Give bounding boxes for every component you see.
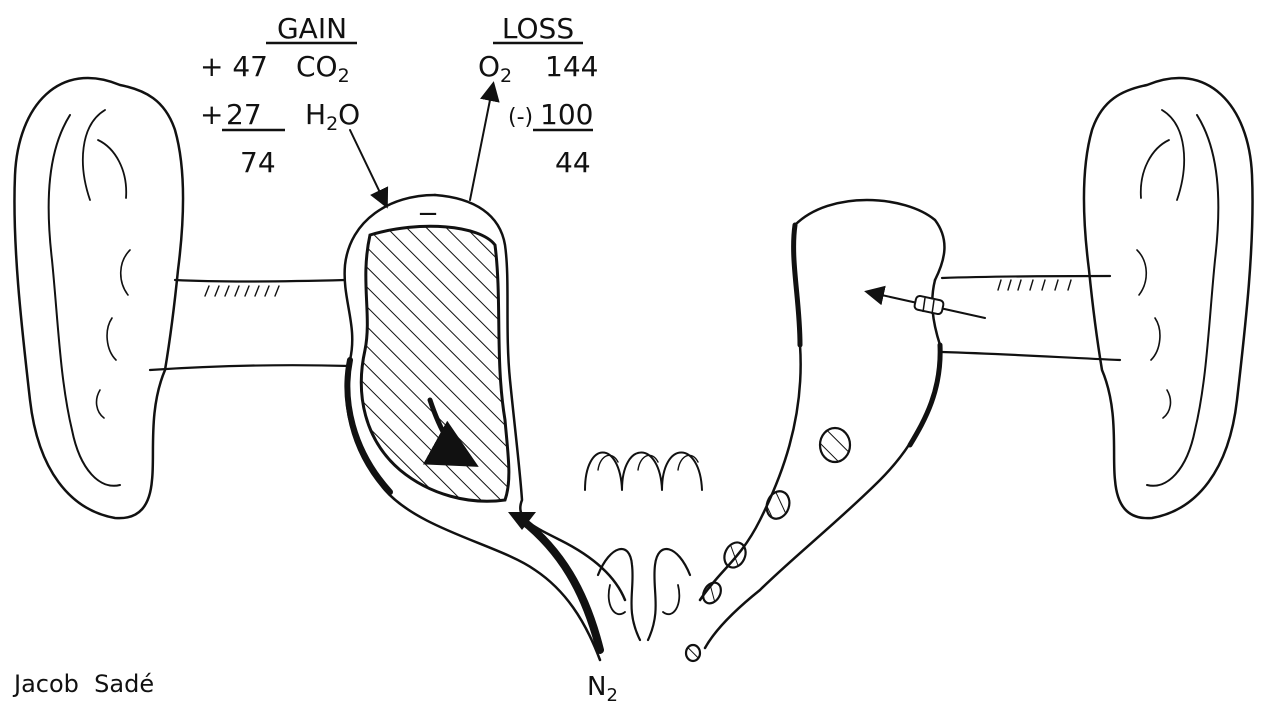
gain-co2-label: CO2 xyxy=(296,50,350,87)
right-pinna xyxy=(1084,78,1252,518)
gain-heading: GAIN xyxy=(277,12,347,45)
gain-arrow xyxy=(350,130,386,205)
gain-h2o-sign: + xyxy=(200,98,223,131)
negative-pressure-sign: − xyxy=(417,199,439,229)
loss-subtract-value: 100 xyxy=(540,98,593,131)
gain-co2-value: + 47 xyxy=(200,50,268,83)
loss-total: 44 xyxy=(555,146,591,179)
gain-h2o-label: H2O xyxy=(305,98,360,135)
loss-subtract-sign: (-) xyxy=(508,105,533,130)
gain-column: GAIN + 47 CO2 + 27 H2O 74 xyxy=(200,12,386,205)
loss-column: LOSS O2 144 (-) 100 44 xyxy=(470,12,598,200)
mucus-droplets xyxy=(686,428,850,661)
adenoids xyxy=(585,453,702,491)
loss-o2-value: 144 xyxy=(545,50,598,83)
left-ear-canal xyxy=(150,280,350,370)
nitrogen-label: N2 xyxy=(587,672,618,702)
loss-o2-label: O2 xyxy=(478,50,512,87)
ventilation-tube-icon xyxy=(914,295,944,315)
loss-heading: LOSS xyxy=(502,12,574,45)
right-middle-ear xyxy=(686,200,985,661)
gain-total: 74 xyxy=(240,146,276,179)
loss-arrow xyxy=(470,85,493,200)
gain-h2o-value: 27 xyxy=(226,98,262,131)
tube-openings xyxy=(598,549,690,640)
left-fluid-effusion xyxy=(361,226,509,501)
left-pinna xyxy=(14,78,182,518)
author-signature: Jacob Sadé xyxy=(12,670,154,698)
